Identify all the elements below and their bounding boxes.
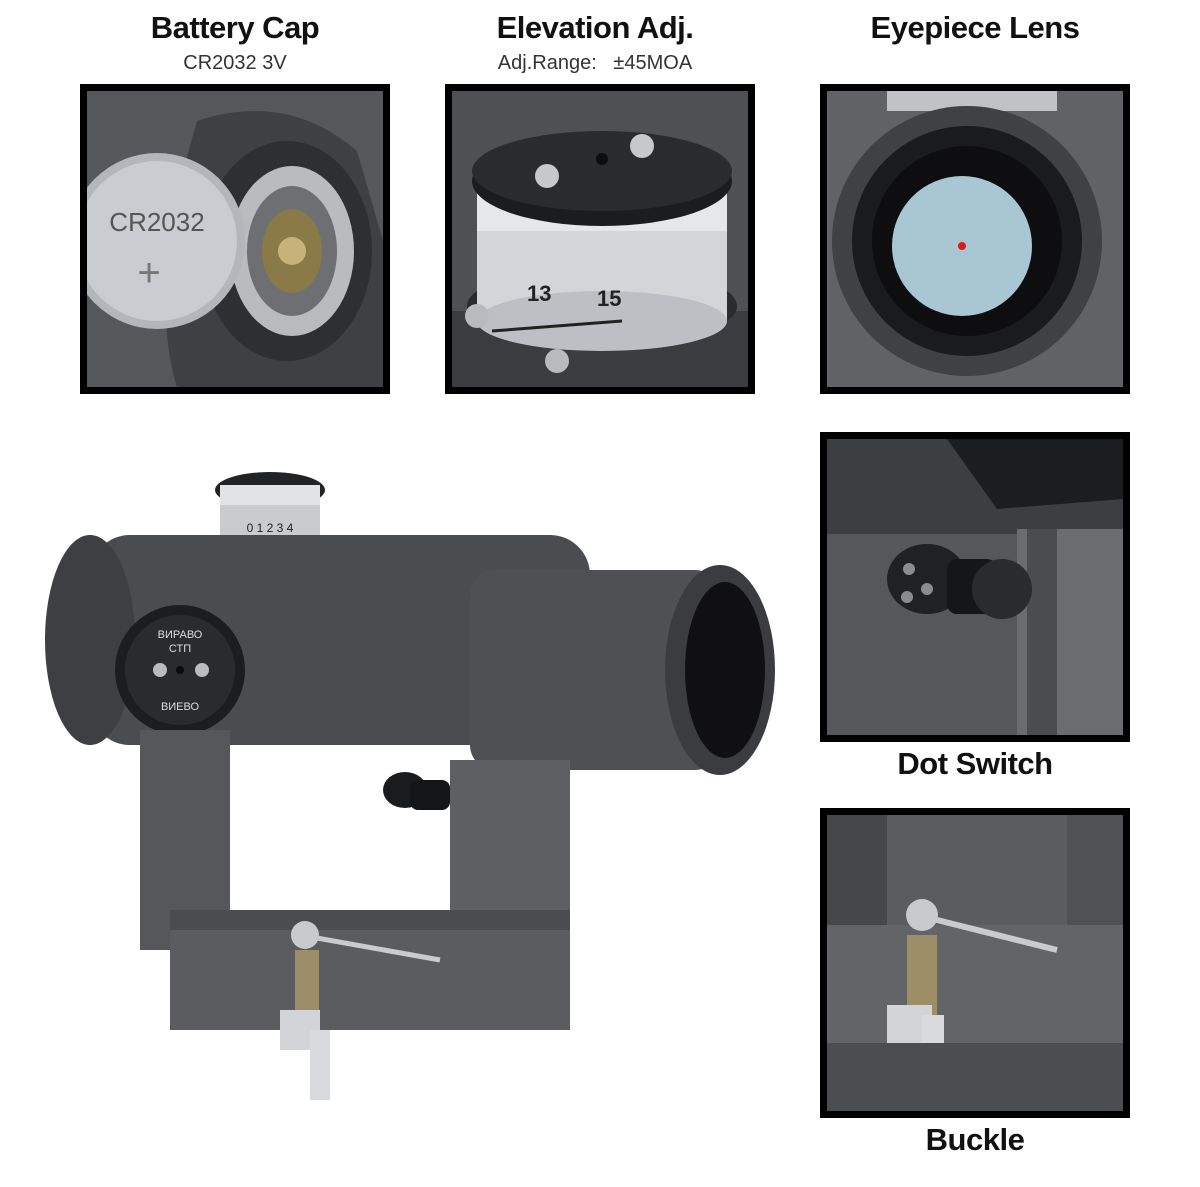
coin-label: CR2032 [109, 207, 204, 237]
coin-plus-mark: + [137, 251, 160, 295]
dot-switch-image [827, 439, 1123, 735]
dot-switch-title: Dot Switch [897, 746, 1053, 781]
eyepiece-lens-panel [820, 84, 1130, 394]
main-scope-image: 0 1 2 3 4 ВИРАВО СТП ВИЕВО [30, 440, 790, 1140]
dial-text-bottom: ВИЕВО [161, 701, 200, 713]
turret-scale-label: 0 1 2 3 4 [247, 521, 294, 535]
eyepiece-lens-image [827, 91, 1123, 387]
elevation-adj-title: Elevation Adj. [496, 10, 694, 45]
elevation-adj-subtitle: Adj.Range: ±45MOA [497, 52, 693, 74]
dot-switch-panel [820, 432, 1130, 742]
scale-number-a: 13 [527, 281, 551, 306]
dial-text-top: ВИРАВО [158, 629, 203, 641]
battery-cap-image: CR2032 + [87, 91, 383, 387]
dial-text-middle: СТП [169, 643, 191, 655]
battery-cap-title: Battery Cap [150, 10, 320, 45]
buckle-image [827, 815, 1123, 1111]
red-dot-reticle [958, 242, 966, 250]
battery-cap-subtitle: CR2032 3V [183, 52, 287, 74]
buckle-panel [820, 808, 1130, 1118]
battery-cap-panel: CR2032 + [80, 84, 390, 394]
buckle-title: Buckle [925, 1122, 1025, 1157]
elevation-turret-image: 13 15 [452, 91, 748, 387]
scale-number-b: 15 [597, 286, 621, 311]
elevation-adj-panel: 13 15 [445, 84, 755, 394]
eyepiece-lens-title: Eyepiece Lens [870, 10, 1080, 45]
